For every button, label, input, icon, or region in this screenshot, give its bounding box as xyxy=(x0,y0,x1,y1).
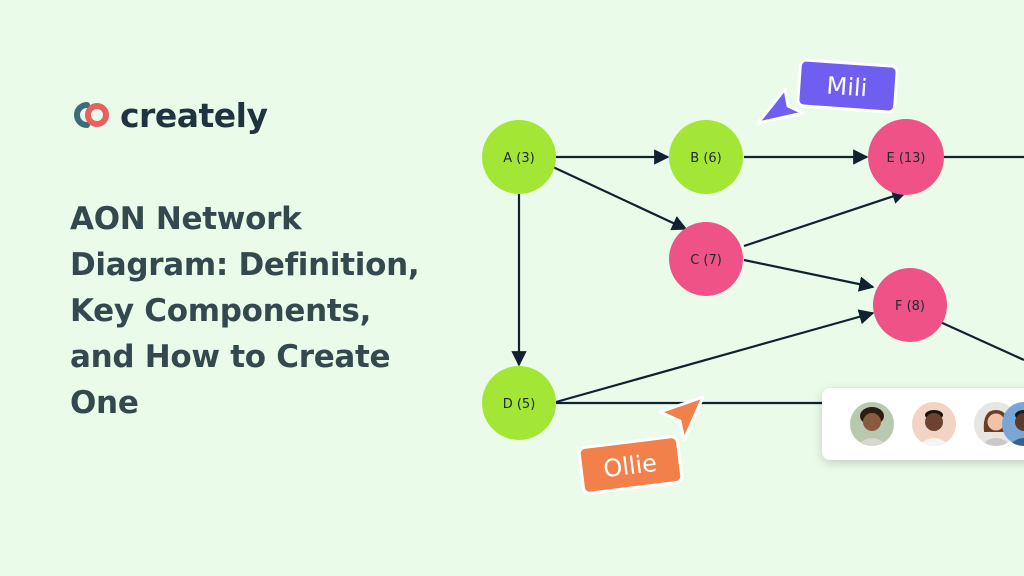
collaborator-name: Ollie xyxy=(602,449,659,483)
node-label: B (6) xyxy=(690,151,721,166)
avatar[interactable] xyxy=(912,402,956,446)
brand-logo: creately xyxy=(70,94,268,136)
node-c[interactable]: C (7) xyxy=(669,222,743,296)
collaborators-avatar-card xyxy=(822,388,1024,460)
node-label: E (13) xyxy=(886,151,925,166)
edge-a-c xyxy=(552,166,688,231)
edges-group xyxy=(511,149,1024,405)
title-line: One xyxy=(70,385,139,421)
avatar-1-icon xyxy=(850,402,894,446)
edge-c-f xyxy=(743,258,875,292)
edge-c-e xyxy=(743,189,908,248)
collaborator-tag-ollie: Ollie xyxy=(577,435,684,495)
title-line: Diagram: Definition, xyxy=(70,247,420,283)
cursor-pointer-icon xyxy=(658,395,705,442)
brand-name: creately xyxy=(120,95,268,135)
creately-logo-icon xyxy=(74,102,109,128)
title-line: and How to Create xyxy=(70,339,391,375)
title-line: AON Network xyxy=(70,201,302,237)
edge-d-f xyxy=(555,309,875,404)
node-b[interactable]: B (6) xyxy=(669,120,743,194)
node-label: F (8) xyxy=(895,299,925,314)
avatar[interactable] xyxy=(850,402,894,446)
collaborator-tag-mili: Mili xyxy=(796,58,899,114)
node-label: D (5) xyxy=(503,397,536,412)
collaborator-cursor-ollie: Ollie xyxy=(577,395,705,495)
cursor-pointer-icon xyxy=(756,87,805,125)
avatar-2-icon xyxy=(912,402,956,446)
node-f[interactable]: F (8) xyxy=(873,268,947,342)
title-line: Key Components, xyxy=(70,293,372,329)
collaborator-cursor-mili: Mili xyxy=(756,58,899,125)
collaborator-name: Mili xyxy=(826,72,869,103)
edge-f-out xyxy=(937,319,1024,362)
node-e[interactable]: E (13) xyxy=(868,119,944,195)
node-a[interactable]: A (3) xyxy=(482,120,556,194)
node-label: C (7) xyxy=(690,253,722,268)
node-label: A (3) xyxy=(503,151,534,166)
node-d[interactable]: D (5) xyxy=(482,366,556,440)
page-title: AON Network Diagram: Definition, Key Com… xyxy=(70,196,470,426)
